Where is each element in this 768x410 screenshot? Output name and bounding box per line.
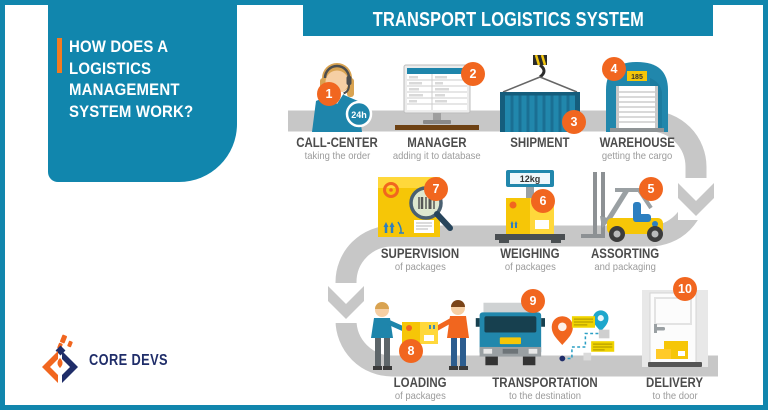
step-subtitle: and packaging xyxy=(594,261,656,273)
step-subtitle: taking the order xyxy=(304,150,370,162)
warehouse-sign-label: 185 xyxy=(631,74,643,81)
badge-number: 6 xyxy=(539,194,547,208)
step-badge-7: 7 xyxy=(424,177,448,201)
warehouse-sign xyxy=(627,71,647,81)
chevron-down-icon xyxy=(328,286,364,319)
step-title: SUPERVISION xyxy=(380,246,460,261)
badge-number: 10 xyxy=(678,282,692,296)
step-badge-9: 9 xyxy=(521,289,545,313)
warehouse-icon: 185 xyxy=(606,62,668,132)
step-badge-6: 6 xyxy=(531,189,555,213)
heading-line: SYSTEM WORK? xyxy=(69,101,194,121)
title-banner: TRANSPORT LOGISTICS SYSTEM xyxy=(303,5,713,36)
core-devs-logo-icon xyxy=(42,334,78,383)
scale-reading: 12kg xyxy=(520,174,541,184)
step-badge-4: 4 xyxy=(602,57,626,81)
step-title: TRANSPORTATION xyxy=(492,375,598,390)
step-title: SHIPMENT xyxy=(510,135,570,150)
step-title: DELIVERY xyxy=(646,375,704,390)
heading-line: MANAGEMENT xyxy=(69,80,180,99)
step-loading: LOADING of packages xyxy=(350,288,490,402)
heading-line: LOGISTICS xyxy=(69,58,152,78)
side-panel: HOW DOES A LOGISTICS MANAGEMENT SYSTEM W… xyxy=(48,5,237,182)
step-subtitle: to the door xyxy=(652,390,698,402)
heading-line: HOW DOES A xyxy=(69,37,169,56)
truck-icon xyxy=(475,302,615,366)
forklift-icon xyxy=(581,172,663,242)
logo-text: CORE DEVS xyxy=(89,352,168,369)
step-title: LOADING xyxy=(393,375,447,390)
step-badge-1: 1 xyxy=(317,82,341,106)
magnifier-box-icon xyxy=(378,177,453,237)
step-transportation: TRANSPORTATION to the destination xyxy=(470,288,620,402)
step-delivery: DELIVERY to the door xyxy=(605,288,745,402)
step-title: ASSORTING xyxy=(590,246,660,261)
step-badge-2: 2 xyxy=(461,62,485,86)
step-subtitle: of packages xyxy=(394,261,446,273)
step-badge-10: 10 xyxy=(673,277,697,301)
route-map xyxy=(551,310,615,362)
badge-number: 7 xyxy=(432,182,440,196)
step-subtitle: getting the cargo xyxy=(601,150,673,162)
step-assorting: ASSORTING and packaging xyxy=(555,170,695,273)
main-question-heading: HOW DOES A LOGISTICS MANAGEMENT SYSTEM W… xyxy=(69,36,193,122)
step-title: WEIGHING xyxy=(500,246,560,261)
step-subtitle: adding it to database xyxy=(393,150,481,162)
step-subtitle: to the destination xyxy=(508,390,581,402)
step-manager: MANAGER adding it to database xyxy=(367,55,507,162)
step-badge-8: 8 xyxy=(399,339,423,363)
step-badge-5: 5 xyxy=(639,177,663,201)
manager-icon xyxy=(395,64,479,130)
step-warehouse: 185 WAREHOUSE getting the cargo xyxy=(567,55,707,162)
step-title: CALL-CENTER xyxy=(296,135,378,150)
step-subtitle: of packages xyxy=(504,261,556,273)
step-badge-3: 3 xyxy=(562,110,586,134)
badge-number: 3 xyxy=(570,115,578,129)
24h-badge xyxy=(345,100,373,128)
24h-label: 24h xyxy=(351,110,367,120)
step-subtitle: of packages xyxy=(394,390,446,402)
door-icon xyxy=(642,290,708,367)
loading-icon xyxy=(371,300,469,370)
badge-number: 4 xyxy=(610,62,618,76)
badge-number: 1 xyxy=(325,87,333,101)
core-devs-logo: CORE DEVS xyxy=(40,334,188,388)
badge-number: 5 xyxy=(647,182,655,196)
badge-number: 8 xyxy=(407,344,415,358)
badge-number: 2 xyxy=(469,67,477,81)
chevron-down-icon xyxy=(678,183,714,216)
heading-accent-bar xyxy=(57,38,62,73)
step-title: MANAGER xyxy=(407,135,467,150)
banner-title: TRANSPORT LOGISTICS SYSTEM xyxy=(372,9,644,31)
step-title: WAREHOUSE xyxy=(599,135,675,150)
badge-number: 9 xyxy=(529,294,537,308)
